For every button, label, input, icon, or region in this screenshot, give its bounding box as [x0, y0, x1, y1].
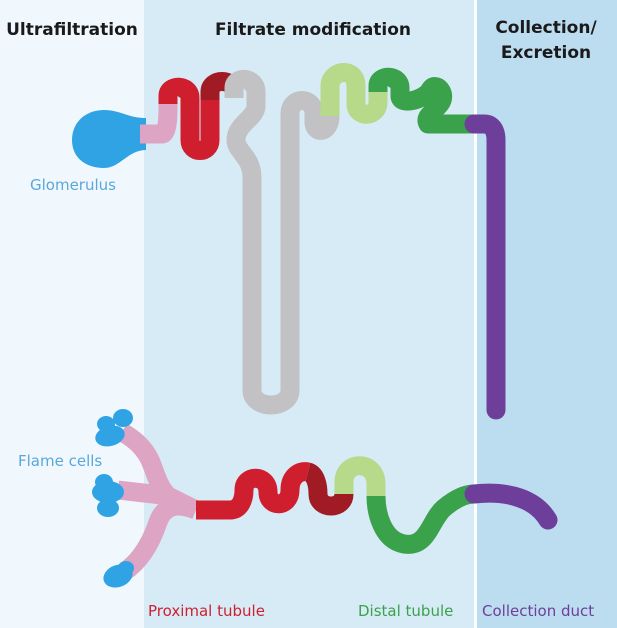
collection-duct-bottom: [464, 483, 558, 530]
protonephridium: [92, 409, 558, 588]
flame-cell-top: [95, 409, 133, 447]
neck-segment: [140, 100, 178, 144]
collection-duct-top: [464, 114, 506, 420]
distal-tubule-green: [368, 67, 474, 134]
proximal-tubule-red: [158, 77, 220, 160]
label-glomerulus: Glomerulus: [30, 176, 116, 194]
proximal-tubule-red-bottom: [196, 462, 311, 520]
label-proximal-tubule: Proximal tubule: [148, 602, 265, 620]
flame-branch-bottom: [118, 496, 200, 580]
header-collection-line1: Collection/: [495, 18, 597, 38]
label-collection-duct: Collection duct: [482, 602, 594, 620]
flame-cell-middle: [92, 474, 124, 517]
distal-tubule-light-green: [320, 63, 388, 124]
proximal-tubule-dark-red-bottom: [304, 462, 354, 516]
panel-ultrafiltration: [0, 0, 144, 628]
panel-divider: [474, 0, 477, 628]
vertebrate-nephron: [72, 63, 506, 420]
header-ultrafiltration: Ultrafiltration: [6, 20, 138, 40]
label-flame-cells: Flame cells: [18, 452, 102, 470]
distal-tubule-light-green-bottom: [334, 456, 386, 496]
glomerulus-shape: [72, 110, 146, 168]
flame-branch-middle: [116, 480, 172, 506]
flame-cell-bottom: [103, 561, 134, 588]
distal-tubule-green-bottom: [366, 484, 475, 554]
loop-segment: [224, 70, 340, 415]
header-collection-line2: Excretion: [501, 43, 591, 63]
header-filtrate-modification: Filtrate modification: [215, 20, 411, 40]
label-distal-tubule: Distal tubule: [358, 602, 453, 620]
